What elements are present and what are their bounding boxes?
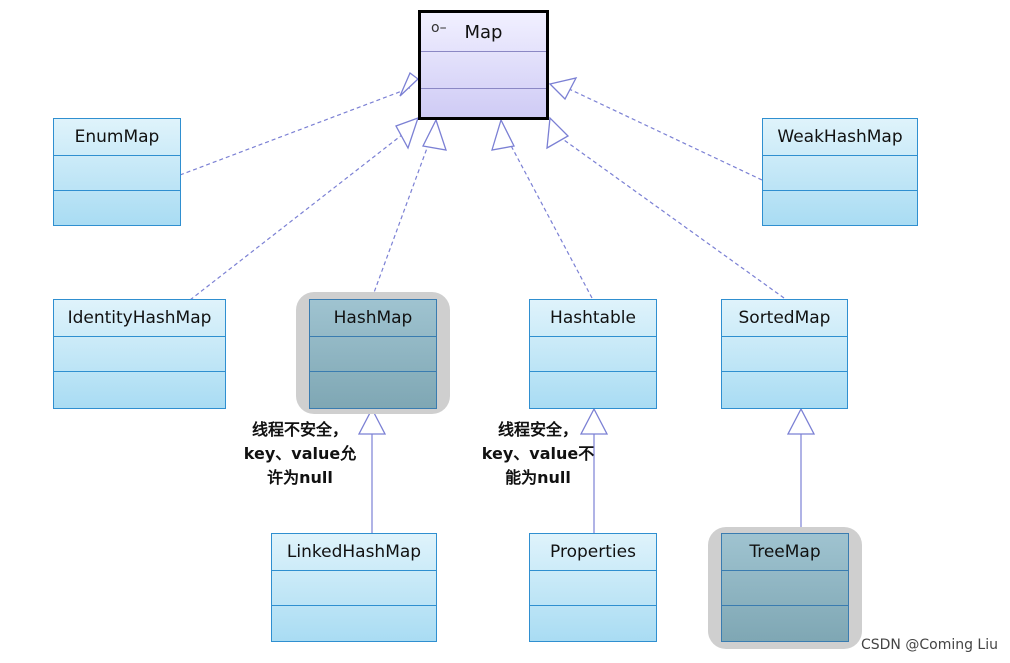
arrowhead-treemap (786, 407, 816, 435)
hashtable-note-line-1: 线程安全， (497, 420, 578, 439)
enummap-operations (54, 191, 180, 225)
enummap-title: EnumMap (54, 119, 180, 156)
map-title: o– Map (421, 13, 546, 52)
interface-icon: o– (431, 20, 447, 36)
properties-title: Properties (530, 534, 656, 571)
treemap-title: TreeMap (722, 534, 848, 571)
hashtable-title: Hashtable (530, 300, 656, 337)
identityhashmap-title: IdentityHashMap (54, 300, 225, 337)
hashmap-operations (310, 372, 436, 406)
weakhashmap-title: WeakHashMap (763, 119, 917, 156)
map-operations (421, 89, 546, 125)
sortedmap-attributes (722, 337, 847, 372)
weakhashmap-operations (763, 191, 917, 225)
map-attributes (421, 52, 546, 89)
sortedmap-operations (722, 372, 847, 406)
arrowhead-weakhashmap (548, 77, 578, 101)
arrowhead-hashtable (491, 118, 515, 151)
arrowhead-identityhashmap (395, 116, 420, 150)
sortedmap-title: SortedMap (722, 300, 847, 337)
linkedhashmap-operations (272, 606, 436, 640)
properties-attributes (530, 571, 656, 606)
treemap-attributes (722, 571, 848, 606)
hashtable-class: Hashtable (529, 299, 657, 409)
hashmap-class: HashMap (309, 299, 437, 409)
hashtable-note: 线程安全， key、value不 能为null (468, 418, 608, 490)
hashmap-note-line-1: 线程不安全， (251, 420, 348, 439)
identityhashmap-attributes (54, 337, 225, 372)
weakhashmap-class: WeakHashMap (762, 118, 918, 226)
arrowhead-hashmap (422, 118, 447, 151)
enummap-attributes (54, 156, 180, 191)
hashtable-operations (530, 372, 656, 406)
linkedhashmap-attributes (272, 571, 436, 606)
treemap-class: TreeMap (721, 533, 849, 642)
properties-operations (530, 606, 656, 640)
identityhashmap-operations (54, 372, 225, 406)
identityhashmap-class: IdentityHashMap (53, 299, 226, 409)
linkedhashmap-class: LinkedHashMap (271, 533, 437, 642)
treemap-operations (722, 606, 848, 640)
linkedhashmap-title: LinkedHashMap (272, 534, 436, 571)
hashtable-note-line-3: 能为null (505, 468, 571, 487)
hashtable-attributes (530, 337, 656, 372)
properties-class: Properties (529, 533, 657, 642)
sortedmap-class: SortedMap (721, 299, 848, 409)
enummap-class: EnumMap (53, 118, 181, 226)
hashmap-note-line-3: 许为null (267, 468, 333, 487)
arrowhead-enummap (399, 71, 420, 97)
arrowhead-sortedmap (546, 116, 570, 150)
map-interface-box: o– Map (418, 10, 549, 120)
arrowhead-linkedhashmap (357, 407, 387, 435)
hashmap-note: 线程不安全， key、value允 许为null (230, 418, 370, 490)
arrowhead-properties (579, 407, 609, 435)
hashmap-note-line-2: key、value允 (243, 444, 357, 463)
hashtable-note-line-2: key、value不 (481, 444, 595, 463)
weakhashmap-attributes (763, 156, 917, 191)
hashmap-title: HashMap (310, 300, 436, 337)
hashmap-attributes (310, 337, 436, 372)
watermark: CSDN @Coming Liu (860, 637, 998, 653)
